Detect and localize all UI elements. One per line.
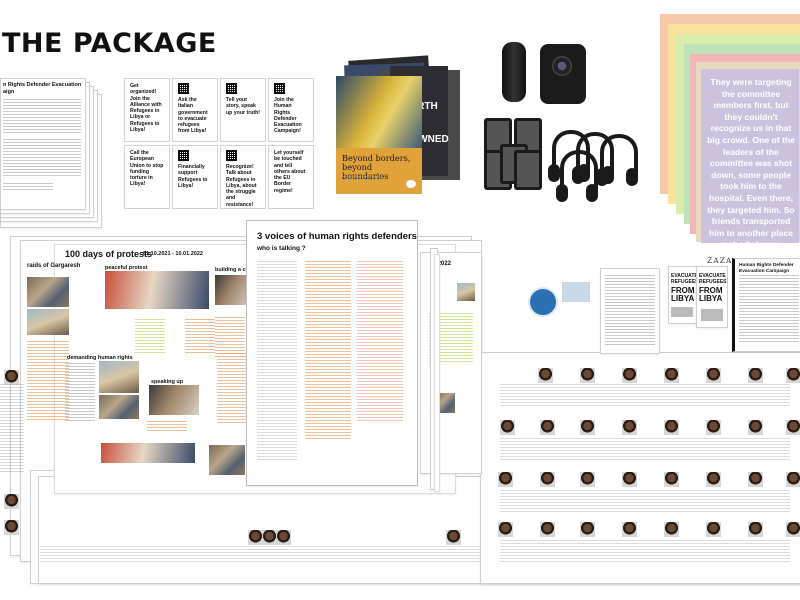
action-card: Get organized! Join the Alliance with Re… (124, 78, 170, 142)
action-card: Ask the Italian government to evacuate r… (172, 78, 218, 142)
qr-code-icon (226, 150, 237, 161)
protest-poster-title: 100 days of protests (65, 249, 153, 259)
action-card: Let yourself be touched and tell others … (268, 145, 314, 209)
action-card: Join the Human Rights Defender Evacuatio… (268, 78, 314, 142)
doc-page (600, 268, 660, 354)
leaflet-left: EVACUATE REFUGEES FROM LIBYA (668, 266, 699, 324)
qr-code-icon (178, 150, 189, 161)
speaker (502, 42, 526, 102)
leaflet-right: EVACUATE REFUGEES FROM LIBYA (696, 266, 728, 328)
protest-section-community: building a comm (215, 267, 259, 273)
quote-author: ZAZA (707, 255, 733, 265)
voices-poster-title: 3 voices of human rights defenders (257, 231, 417, 242)
action-card: Recognize! Talk about Refugees in Libya,… (220, 145, 266, 209)
action-card: Call the European Union to stop funding … (124, 145, 170, 209)
qr-code-icon (226, 83, 237, 94)
protest-section-speaking: speaking up (151, 379, 184, 385)
protest-section-raids: raids of Gargaresh (27, 263, 81, 269)
qr-code-icon (274, 83, 285, 94)
page-title: THE PACKAGE (2, 28, 217, 59)
protest-poster-dates: 01.10.2021 - 10.01.2022 (143, 251, 203, 257)
book-beyond-borders: Beyond borders, beyond boundaries (336, 76, 422, 194)
protest-section-demanding: demanding human rights (67, 355, 133, 361)
letter-front: n Rights Defender Evacuation aign (0, 78, 86, 210)
campaign-doc: Human Rights Defender Evacuation Campaig… (732, 258, 800, 352)
letter-title: n Rights Defender Evacuation (3, 82, 82, 88)
quote-text: They were targeting the committee member… (707, 77, 795, 250)
action-card: Tell your story, speak up your truth! (220, 78, 266, 142)
action-card: Financially support Refugees in Libya! (172, 145, 218, 209)
quote-card: They were targeting the committee member… (701, 69, 799, 265)
alliance-logo-icon (528, 287, 558, 317)
qr-code-icon (178, 83, 189, 94)
protest-section-peaceful: peaceful protest (105, 265, 148, 271)
projector (540, 44, 586, 104)
sticker (562, 282, 590, 302)
voices-poster-subtitle: who is talking ? (257, 245, 306, 252)
voices-poster: 3 voices of human rights defenders who i… (246, 220, 418, 486)
letter-title-cont: aign (3, 89, 15, 95)
